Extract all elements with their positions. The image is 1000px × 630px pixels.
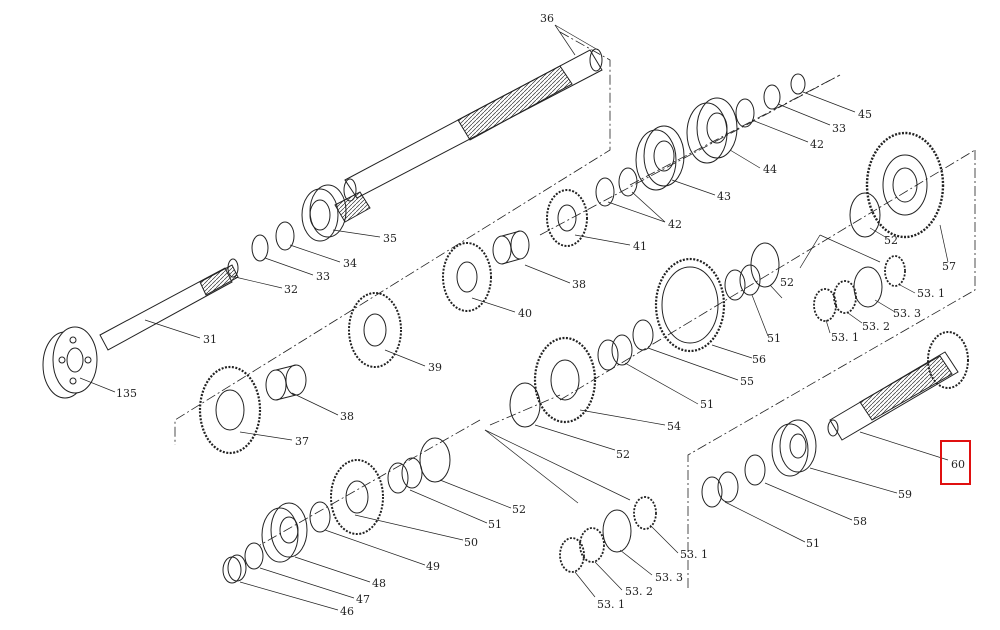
label-38: 38 bbox=[340, 410, 354, 423]
label-53-1: 53. 1 bbox=[917, 287, 945, 300]
group-outline-lines bbox=[174, 31, 976, 590]
gear-54 bbox=[533, 336, 597, 424]
label-51: 51 bbox=[806, 537, 820, 550]
gear-56 bbox=[654, 257, 726, 353]
label-42: 42 bbox=[668, 218, 682, 231]
circlip-32 bbox=[227, 258, 239, 278]
bushing-51-mid bbox=[597, 334, 633, 371]
circlip-33-upper bbox=[763, 84, 781, 110]
ring-55 bbox=[632, 319, 654, 351]
ring-45 bbox=[790, 73, 806, 95]
shaft-36 bbox=[334, 48, 603, 223]
shaft-31 bbox=[99, 258, 239, 351]
ring-42a bbox=[595, 177, 615, 207]
leader-lines bbox=[79, 24, 949, 611]
circlip-52-bottom bbox=[419, 437, 451, 483]
label-48: 48 bbox=[372, 577, 386, 590]
label-33: 33 bbox=[832, 122, 846, 135]
bushing-51-upper bbox=[724, 264, 761, 301]
bearing-48 bbox=[261, 502, 308, 563]
circlip-33 bbox=[251, 234, 269, 262]
label-57: 57 bbox=[942, 260, 956, 273]
label-36: 36 bbox=[540, 12, 554, 25]
label-52: 52 bbox=[780, 276, 794, 289]
label-35: 35 bbox=[383, 232, 397, 245]
label-53-1: 53. 1 bbox=[831, 331, 859, 344]
gear-39 bbox=[348, 292, 402, 368]
label-53-3: 53. 3 bbox=[893, 307, 921, 320]
label-32: 32 bbox=[284, 283, 298, 296]
gear-41 bbox=[546, 189, 588, 247]
bushing-38-upper bbox=[492, 230, 530, 265]
label-53-1: 53. 1 bbox=[597, 598, 625, 611]
label-51: 51 bbox=[767, 332, 781, 345]
seal-46 bbox=[222, 554, 247, 584]
label-58: 58 bbox=[853, 515, 867, 528]
label-38: 38 bbox=[572, 278, 586, 291]
label-46: 46 bbox=[340, 605, 354, 618]
bearing-43 bbox=[635, 125, 685, 191]
label-40: 40 bbox=[518, 307, 532, 320]
part-labels: 36 45 33 42 44 43 42 41 35 34 33 32 31 1… bbox=[116, 12, 965, 618]
circlip-52-upper bbox=[849, 192, 881, 238]
label-59: 59 bbox=[898, 488, 912, 501]
highlight-box-60 bbox=[940, 440, 971, 485]
label-37: 37 bbox=[295, 435, 309, 448]
label-55: 55 bbox=[740, 375, 754, 388]
label-41: 41 bbox=[633, 240, 647, 253]
label-54: 54 bbox=[667, 420, 681, 433]
label-52: 52 bbox=[616, 448, 630, 461]
flange-135 bbox=[42, 326, 98, 399]
label-53-2: 53. 2 bbox=[862, 320, 890, 333]
sync-53-lower bbox=[559, 496, 657, 573]
label-51: 51 bbox=[488, 518, 502, 531]
gear-49 bbox=[330, 459, 384, 535]
circlip-52-mid bbox=[509, 382, 541, 428]
label-50: 50 bbox=[464, 536, 478, 549]
bearing-59 bbox=[771, 419, 817, 477]
label-52: 52 bbox=[884, 234, 898, 247]
label-56: 56 bbox=[752, 353, 766, 366]
label-45: 45 bbox=[858, 108, 872, 121]
sync-53-upper bbox=[813, 255, 906, 322]
gear-37 bbox=[198, 365, 262, 455]
label-39: 39 bbox=[428, 361, 442, 374]
label-53-2: 53. 2 bbox=[625, 585, 653, 598]
label-51: 51 bbox=[700, 398, 714, 411]
bearing-44 bbox=[686, 97, 738, 164]
label-42: 42 bbox=[810, 138, 824, 151]
ring-34 bbox=[275, 221, 295, 251]
label-135: 135 bbox=[116, 387, 137, 400]
ring-58 bbox=[744, 454, 766, 486]
ring-47 bbox=[244, 542, 264, 570]
ring-42b bbox=[618, 167, 638, 197]
circlip-52-right bbox=[750, 242, 780, 288]
bushing-51-bottom bbox=[387, 457, 423, 494]
gear-40 bbox=[442, 242, 492, 312]
label-31: 31 bbox=[203, 333, 217, 346]
label-44: 44 bbox=[763, 163, 777, 176]
label-34: 34 bbox=[343, 257, 357, 270]
shaft-60 bbox=[827, 331, 969, 441]
label-53-3: 53. 3 bbox=[655, 571, 683, 584]
bushing-51-right bbox=[701, 471, 739, 508]
bushing-38-lower bbox=[265, 364, 307, 401]
label-53-1: 53. 1 bbox=[680, 548, 708, 561]
label-47: 47 bbox=[356, 593, 370, 606]
label-60: 60 bbox=[951, 458, 965, 471]
ring-42c bbox=[735, 98, 755, 128]
bearing-35 bbox=[301, 184, 347, 242]
ring-50 bbox=[309, 501, 331, 533]
label-33: 33 bbox=[316, 270, 330, 283]
label-43: 43 bbox=[717, 190, 731, 203]
label-52: 52 bbox=[512, 503, 526, 516]
label-49: 49 bbox=[426, 560, 440, 573]
gear-57 bbox=[865, 131, 945, 239]
